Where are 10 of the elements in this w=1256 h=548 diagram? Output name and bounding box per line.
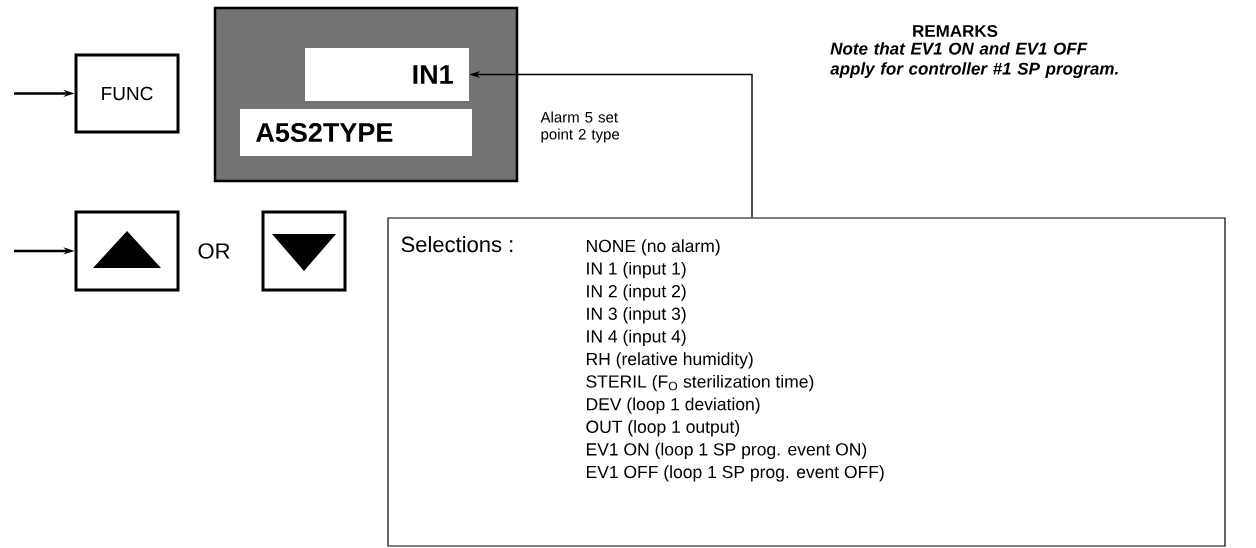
connector-word: OR bbox=[198, 243, 230, 259]
key-button: FUNC bbox=[74, 53, 180, 134]
key-button bbox=[261, 210, 347, 292]
list-box: Selections : NONE (no alarm) IN 1 (input 1) IN 2 (input 2) IN 3 (input 3) IN 4 (input 4) RH (relative humidity) STERIL (F$_{O}$ sterilization time) DEV (loop 1 deviation) OUT (loop 1 output) EV1 ON (loop 1 SP prog. event ON) EV1 OFF (loop 1 SP prog. event OFF) bbox=[387, 217, 1226, 547]
display-field: IN1 bbox=[305, 48, 469, 101]
key-button bbox=[74, 210, 180, 292]
remarks-heading: REMARKS bbox=[913, 24, 998, 37]
node-label: Alarm 5 set point 2 type bbox=[540, 111, 620, 143]
display-field: A5S2TYPE bbox=[240, 109, 472, 156]
note-text: Note that EV1 ON and EV1 OFF apply for controller #1 SP program. bbox=[830, 42, 1118, 79]
